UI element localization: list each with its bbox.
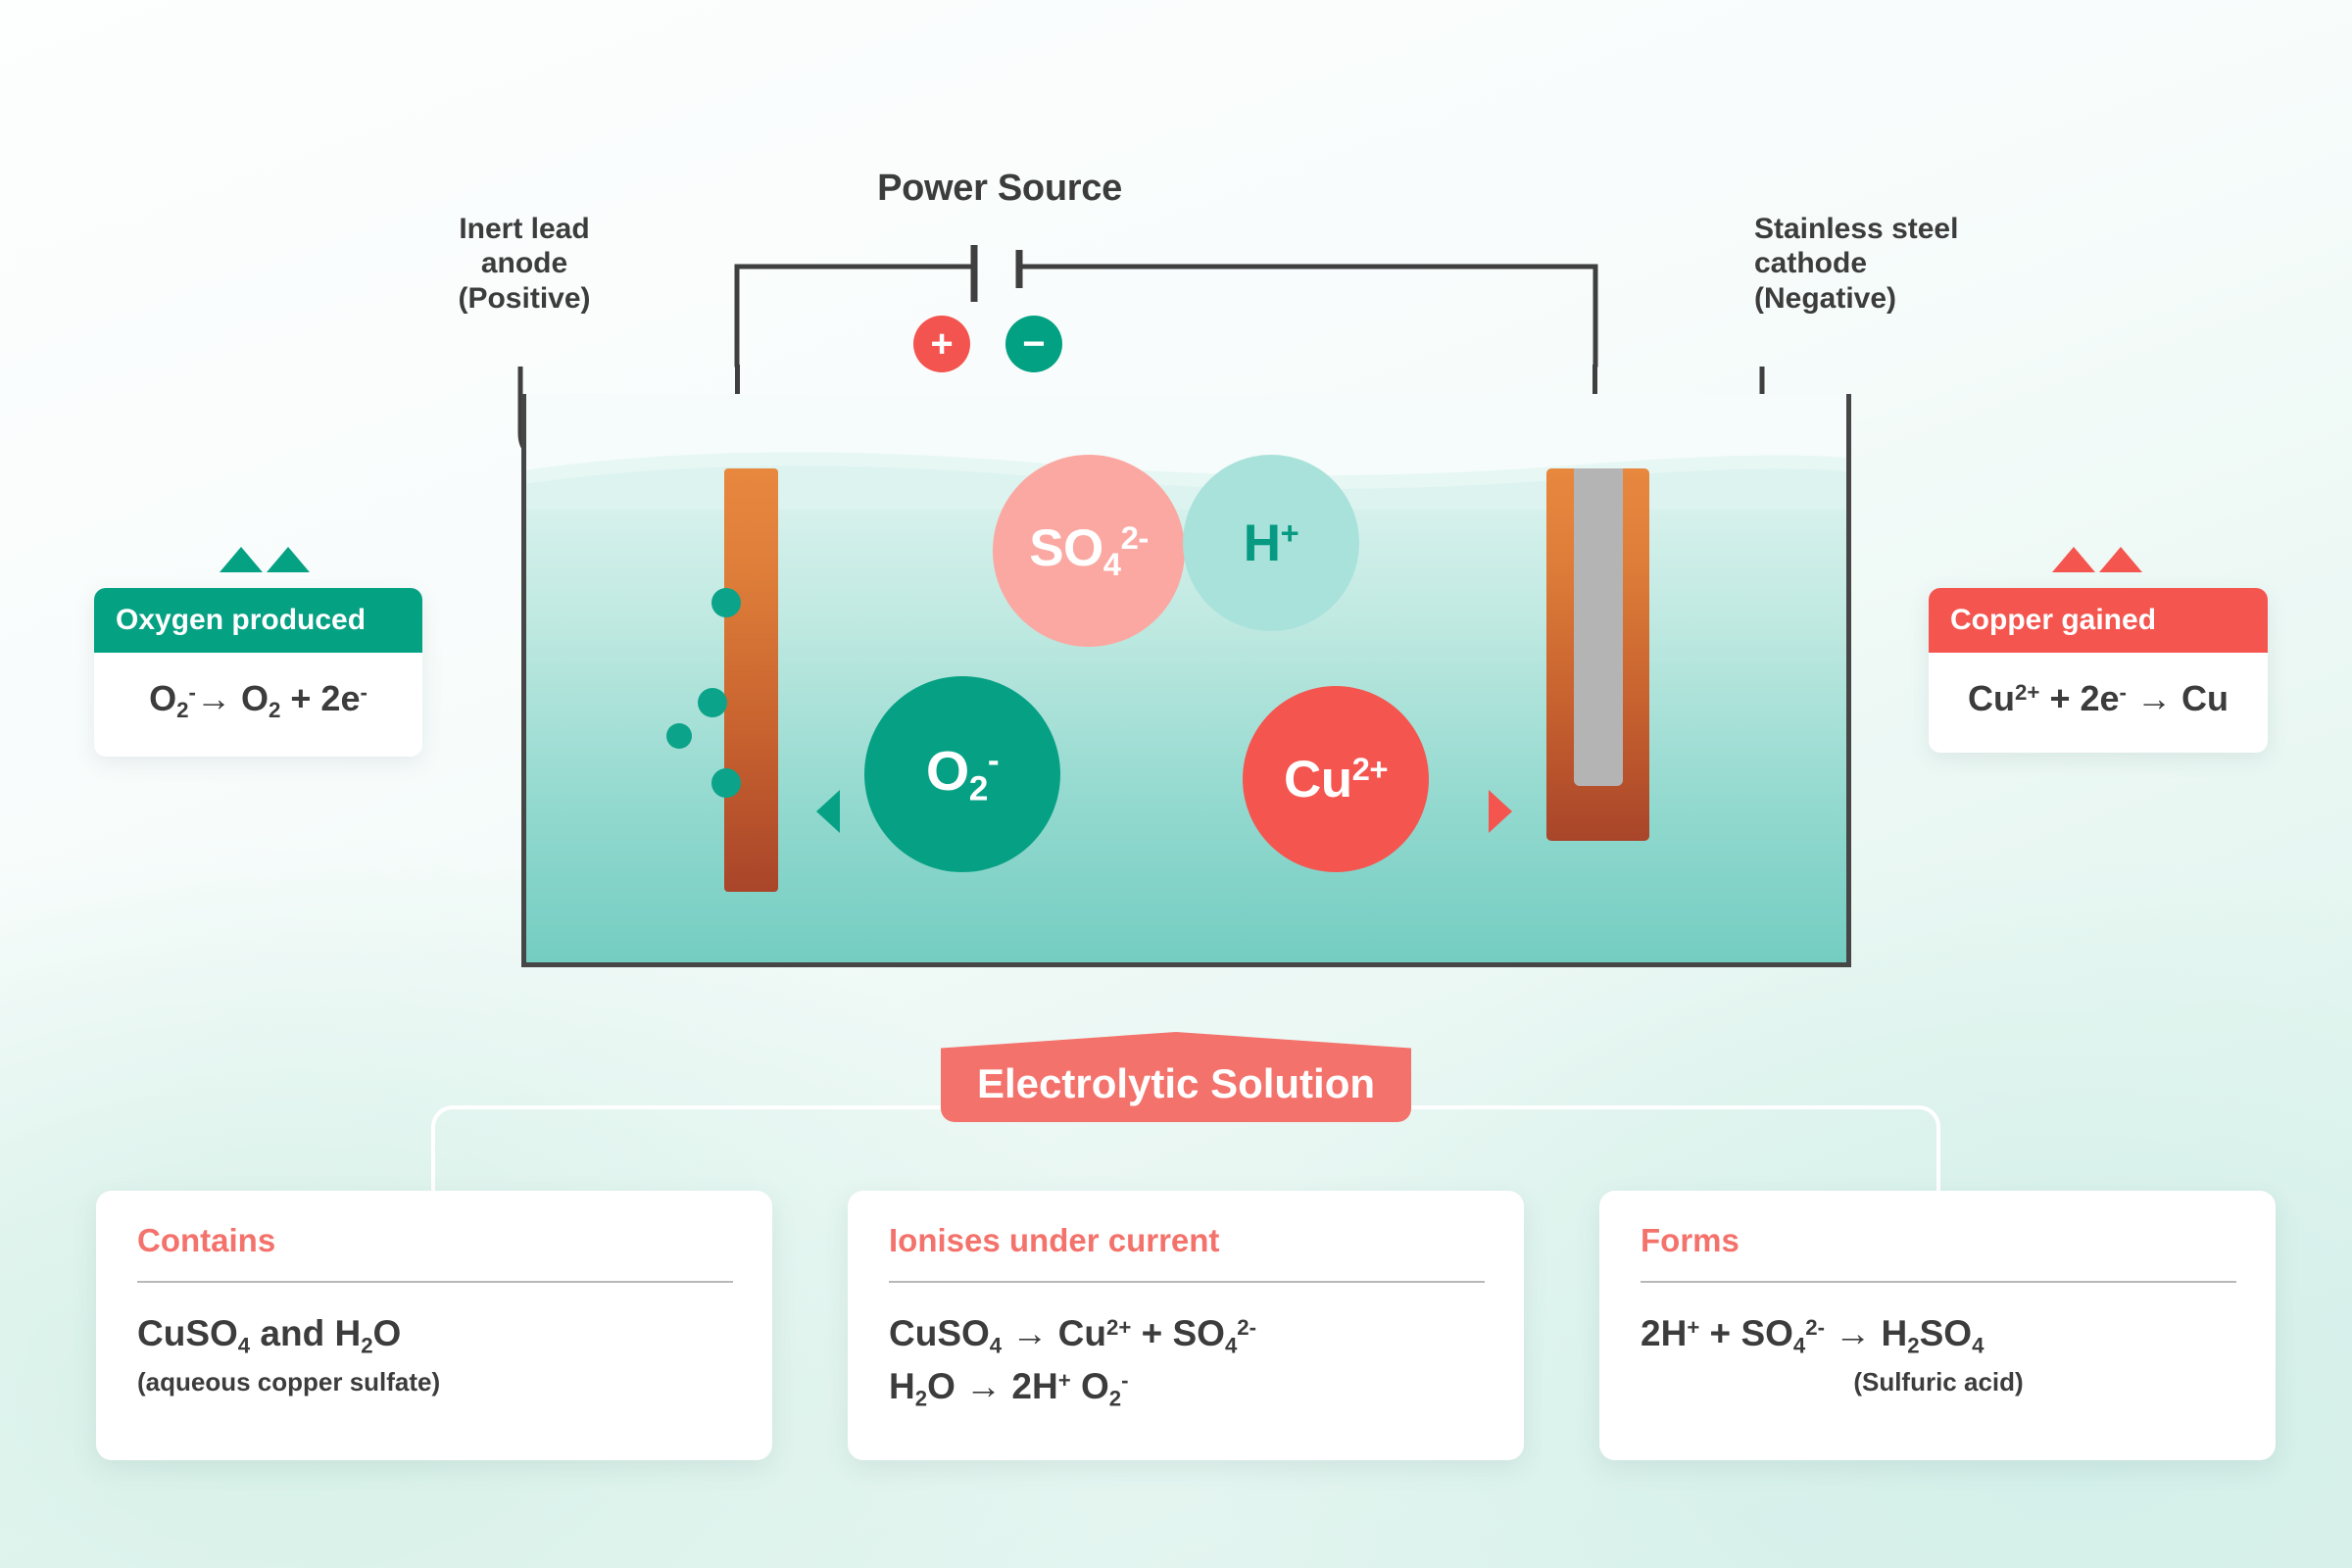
oxygen-produced-callout: Oxygen produced O2-→ O2 + 2e-: [94, 588, 422, 758]
positive-terminal-badge: +: [913, 316, 970, 372]
info-card-note: (Sulfuric acid): [1853, 1367, 2024, 1397]
cation-direction-arrow: [1489, 790, 1512, 833]
right-callout-caret: [2052, 547, 2095, 572]
ion-hydrogen: H+: [1183, 455, 1359, 631]
info-card-forms: Forms 2H+ + SO42- → H2SO4 (Sulfuric acid…: [1599, 1191, 2276, 1460]
copper-callout-title: Copper gained: [1929, 588, 2268, 653]
oxygen-bubble: [698, 688, 727, 717]
left-callout-caret: [220, 547, 263, 572]
banner-label: Electrolytic Solution: [976, 1060, 1376, 1106]
ion-oxide-label: O2-: [925, 740, 1000, 808]
ion-sulfate-label: SO42-: [1029, 519, 1149, 582]
ion-oxide: O2-: [864, 676, 1060, 872]
divider: [137, 1281, 733, 1283]
divider: [1641, 1281, 2236, 1283]
power-source-title: Power Source: [877, 168, 1122, 209]
plus-symbol: +: [930, 322, 954, 366]
copper-gained-callout: Copper gained Cu2+ + 2e- → Cu: [1929, 588, 2268, 753]
copper-callout-equation: Cu2+ + 2e- → Cu: [1968, 678, 2229, 718]
info-card-ionises: Ionises under current CuSO4 → Cu2+ + SO4…: [848, 1191, 1524, 1460]
info-card-title: Ionises under current: [889, 1222, 1220, 1258]
oxygen-bubble: [711, 768, 741, 798]
left-callout-caret: [267, 547, 310, 572]
anion-direction-arrow: [816, 790, 840, 833]
electrolytic-solution-banner: Electrolytic Solution: [941, 1032, 1411, 1122]
right-callout-caret: [2099, 547, 2142, 572]
ion-copper-label: Cu2+: [1283, 750, 1389, 808]
lead-anode-electrode: [724, 468, 778, 892]
info-card-title: Forms: [1641, 1222, 1740, 1258]
ion-sulfate: SO42-: [993, 455, 1185, 647]
oxygen-bubble: [711, 588, 741, 617]
ion-hydrogen-label: H+: [1243, 514, 1299, 572]
divider: [889, 1281, 1485, 1283]
info-card-title: Contains: [137, 1222, 276, 1258]
minus-symbol: −: [1022, 322, 1046, 366]
negative-terminal-badge: −: [1005, 316, 1062, 372]
info-card-equations: CuSO4 and H2O: [137, 1313, 402, 1358]
anode-label: Inert lead anode (Positive): [458, 213, 591, 315]
cathode-steel-core: [1574, 468, 1623, 786]
steel-cathode-electrode: [1546, 468, 1649, 841]
info-card-equations: CuSO4 → Cu2+ + SO42-H2O → 2H+ O2-: [889, 1313, 1257, 1411]
oxygen-callout-equation: O2-→ O2 + 2e-: [149, 678, 368, 723]
oxygen-callout-title: Oxygen produced: [94, 588, 422, 653]
info-card-contains: Contains CuSO4 and H2O (aqueous copper s…: [96, 1191, 772, 1460]
ion-copper: Cu2+: [1243, 686, 1429, 872]
info-card-note: (aqueous copper sulfate): [137, 1367, 441, 1397]
water-surface-wave: [526, 452, 1846, 510]
info-card-equations: 2H+ + SO42- → H2SO4: [1641, 1313, 1984, 1358]
cathode-label-text: Stainless steel cathode (Negative): [1754, 213, 1959, 315]
cathode-label: Stainless steel cathode (Negative): [1754, 212, 2038, 316]
circuit-wires: [734, 245, 1598, 368]
beaker-container: [521, 394, 1851, 967]
oxygen-bubble: [666, 723, 692, 749]
